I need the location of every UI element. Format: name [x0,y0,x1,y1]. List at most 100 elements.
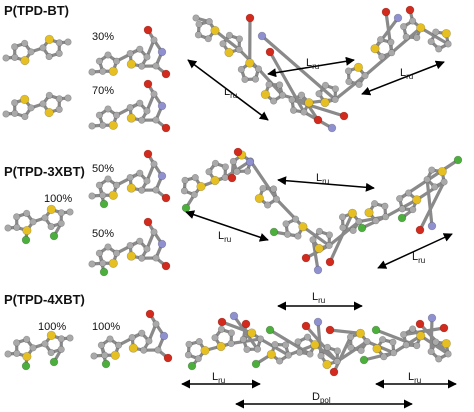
oxygen-atom [245,13,255,23]
bond [328,211,355,264]
sulfur-atom [20,55,30,66]
carbon-atom [45,52,53,61]
chlorine-atom [187,361,197,371]
chlorine-atom [359,355,369,365]
bond [274,197,305,229]
oxygen-atom [161,261,171,271]
sulfur-atom [200,345,210,356]
chlorine-atom [99,199,109,209]
carbon-atom [281,341,290,349]
carbon-atom [409,206,417,214]
carbon-atom [99,67,107,75]
lru-label-4xbt-left: Lru [212,371,225,385]
carbon-atom [99,121,107,129]
carbon-atom [381,202,389,210]
carbon-atom [95,57,104,65]
oxygen-atom [313,115,323,125]
oxygen-atom [301,321,311,331]
bond [362,351,396,362]
sulfur-atom [108,190,118,200]
carbon-atom [444,350,452,358]
bond [373,16,400,51]
carbon-atom [154,346,162,354]
carbon-atom [235,35,244,43]
carbon-atom [432,338,440,346]
carbon-atom [57,209,65,217]
sulfur-atom [108,258,118,268]
carbon-atom [41,214,49,222]
sulfur-atom [314,243,324,254]
lru-label-3xbt-top: Lru [316,172,329,186]
chlorine-atom [99,267,109,277]
carbon-atom [325,231,334,239]
pct-label-3xbt-50b: 50% [92,228,114,240]
carbon-atom [104,243,112,251]
carbon-atom [235,45,243,54]
carbon-atom [278,91,287,99]
carbon-atom [382,213,390,221]
carbon-atom [194,355,202,363]
oxygen-atom [145,309,155,319]
sulfur-atom [372,344,382,354]
carbon-atom [251,75,260,83]
carbon-atom [325,241,333,250]
carbon-atom [269,185,278,193]
chlorine-atom [21,361,31,371]
sulfur-atom [353,62,364,72]
carbon-atom [291,215,300,223]
carbon-atom [333,357,341,366]
carbon-atom [390,349,398,357]
sulfur-atom [108,120,118,130]
sulfur-atom [126,183,136,193]
sulfur-atom [46,204,56,215]
carbon-atom [136,237,144,245]
chlorine-atom [21,235,31,245]
pct-label-bt-30: 30% [92,31,114,43]
bond [333,74,367,102]
oxygen-atom [143,217,153,227]
carbon-atom [338,213,347,221]
sulfur-atom [441,338,451,349]
lru-label-bt-mid: Lru [306,57,319,71]
tpd-xthiophene-fragment-50b [88,217,171,277]
carbon-atom [227,329,236,337]
carbon-atom [57,345,65,353]
bond [415,180,446,202]
carbon-atom [229,157,237,166]
carbon-atom [104,51,112,59]
oxygen-atom [143,79,153,89]
carbon-atom [101,351,109,359]
bond [328,328,363,335]
carbon-atom [140,346,148,354]
carbon-atom [372,217,380,225]
sulfur-atom [20,94,30,105]
oxygen-atom [241,319,251,329]
carbon-atom [11,53,19,61]
sulfur-atom [364,208,374,218]
oxygen-atom [405,5,415,15]
lru-arrow-bt-left [187,59,269,121]
carbon-atom [423,175,431,184]
carbon-atom [346,333,355,341]
sulfur-atom [126,251,136,261]
chlorine-atom [101,359,111,369]
carbon-atom [66,208,74,216]
carbon-atom [339,224,347,232]
carbon-atom [221,163,230,171]
carbon-atom [13,339,21,347]
carbon-atom [150,160,158,168]
oxygen-atom [227,173,237,183]
lru-arrow-3xbt-top [277,176,375,192]
carbon-atom [444,40,452,48]
carbon-atom [47,222,55,231]
polymer-chain-tpd-4xbt [184,311,452,377]
carbon-atom [300,108,308,116]
carbon-atom [57,219,65,227]
nitrogen-atom [257,31,267,41]
chlorine-atom [269,227,279,237]
4xbt-fragment [4,330,74,371]
carbon-atom [243,167,252,175]
sulfur-atom [44,34,54,45]
carbon-atom [112,249,121,257]
carbon-atom [435,45,443,53]
